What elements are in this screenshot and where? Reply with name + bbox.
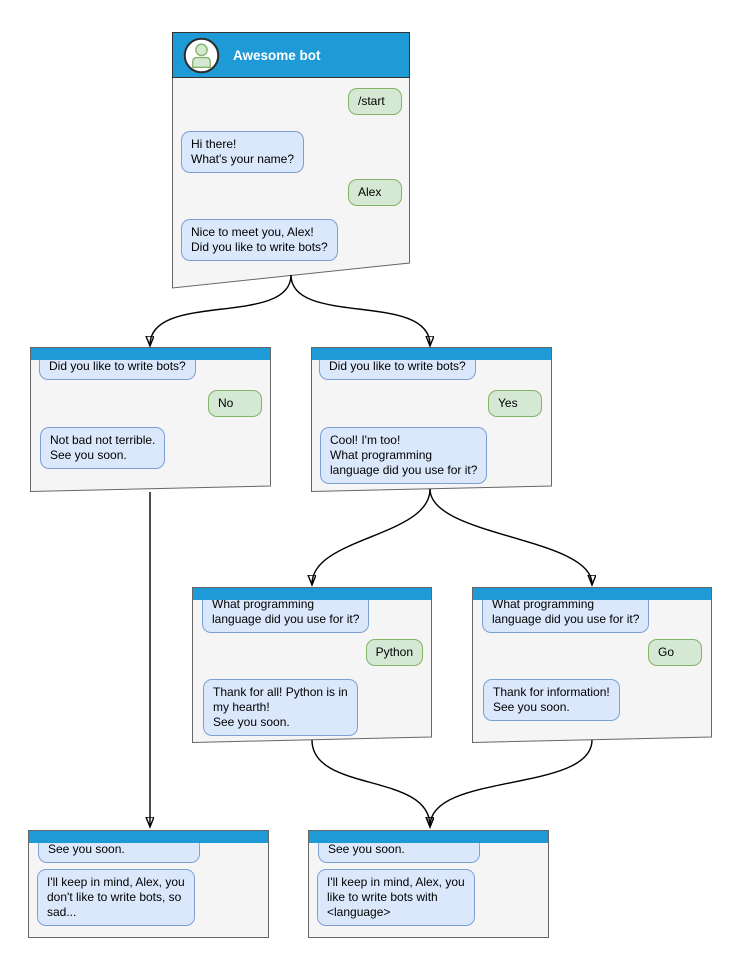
user-message-bubble[interactable]: No — [208, 390, 262, 417]
window-titlebar — [29, 831, 268, 843]
bot-message-bubble[interactable]: I'll keep in mind, Alex, you like to wri… — [317, 869, 475, 926]
window-titlebar — [312, 348, 551, 360]
chat-window-python-branch[interactable]: What programming language did you use fo… — [192, 587, 432, 744]
window-titlebar — [309, 831, 548, 843]
chat-window-end-no[interactable]: See you soon. I'll keep in mind, Alex, y… — [28, 830, 269, 938]
bot-avatar-person-icon — [183, 37, 220, 74]
arrow-go-to-end-yes[interactable] — [430, 739, 593, 826]
arrow-yes-branch-to-go[interactable] — [429, 488, 592, 584]
user-message-bubble[interactable]: Yes — [488, 390, 542, 417]
bot-message-bubble[interactable]: Cool! I'm too! What programming language… — [320, 427, 488, 484]
user-message-bubble[interactable]: /start — [348, 88, 402, 115]
arrow-yes-branch-to-python[interactable] — [312, 488, 431, 584]
chat-window-go-branch[interactable]: What programming language did you use fo… — [472, 587, 712, 744]
user-message-bubble[interactable]: Python — [365, 639, 423, 666]
bot-message-bubble[interactable]: Thank for information! See you soon. — [483, 679, 620, 721]
chat-window-no-branch[interactable]: Did you like to write bots? No Not bad n… — [30, 347, 271, 493]
window-titlebar — [473, 588, 711, 600]
window-titlebar: Awesome bot — [172, 32, 410, 78]
chat-window-end-yes[interactable]: See you soon. I'll keep in mind, Alex, y… — [308, 830, 549, 938]
bot-message-bubble[interactable]: Hi there! What's your name? — [181, 131, 305, 173]
bot-title: Awesome bot — [233, 47, 321, 63]
bot-message-bubble[interactable]: Nice to meet you, Alex! Did you like to … — [181, 219, 338, 261]
chat-window-yes-branch[interactable]: Did you like to write bots? Yes Cool! I'… — [311, 347, 552, 493]
user-message-bubble[interactable]: Go — [648, 639, 702, 666]
window-titlebar — [31, 348, 270, 360]
chat-window-root[interactable]: Awesome bot /start Hi there! What's your… — [172, 32, 410, 289]
arrow-python-to-end-yes[interactable] — [311, 739, 430, 826]
window-titlebar — [193, 588, 431, 600]
user-message-bubble[interactable]: Alex — [348, 179, 402, 206]
bot-message-bubble[interactable]: I'll keep in mind, Alex, you don't like … — [37, 869, 195, 926]
bot-message-bubble[interactable]: Thank for all! Python is in my hearth! S… — [203, 679, 358, 736]
bot-message-bubble[interactable]: Not bad not terrible. See you soon. — [40, 427, 166, 469]
